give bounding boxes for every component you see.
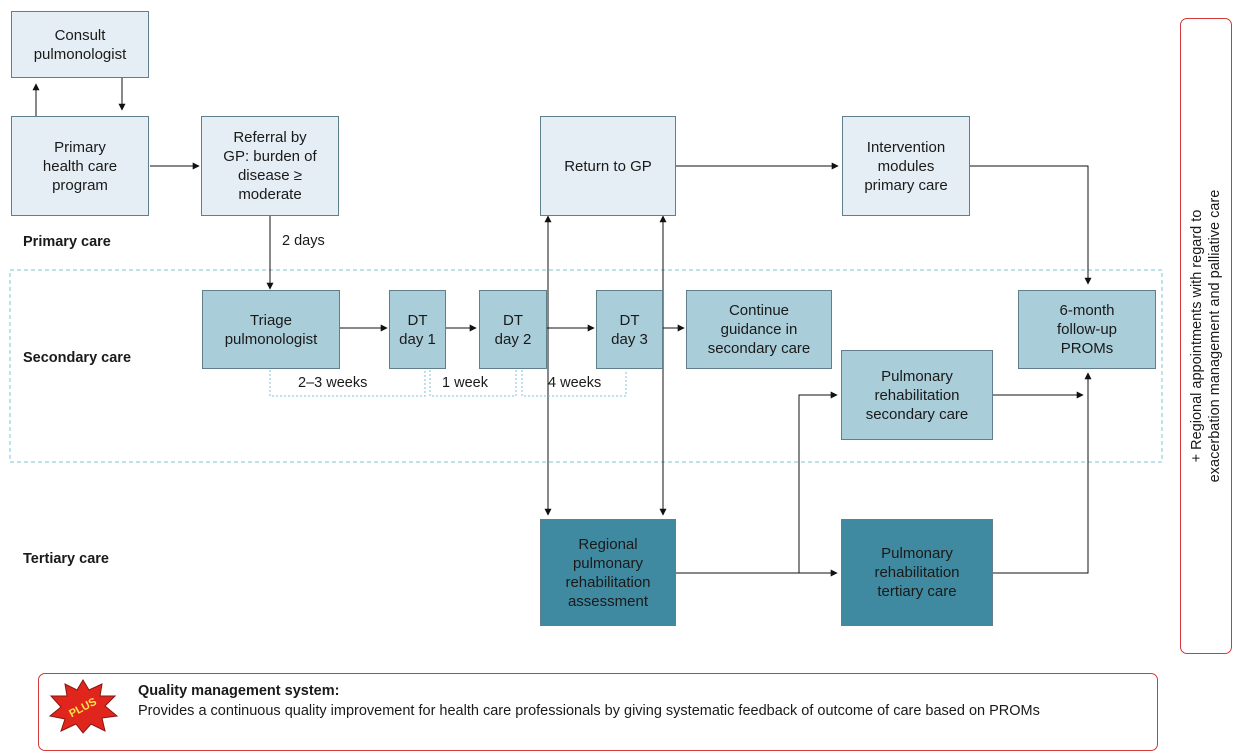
side-note-text: + Regional appointments with regard to e…: [1189, 189, 1223, 483]
box-continue-guidance: Continue guidance in secondary care: [686, 290, 832, 369]
bracket-4-weeks: [521, 370, 627, 397]
box-dt-day-3: DT day 3: [596, 290, 663, 369]
box-consult-pulmonologist: Consult pulmonologist: [11, 11, 149, 78]
box-intervention-modules: Intervention modules primary care: [842, 116, 970, 216]
duration-2-3-weeks: 2–3 weeks: [298, 375, 368, 391]
quality-management-panel: PLUS Quality management system: Provides…: [38, 673, 1158, 751]
arrow-intervention-to-followup: [970, 165, 1092, 285]
arrow-rehab-tertiary-to-followup: [993, 372, 1092, 574]
box-return-to-gp: Return to GP: [540, 116, 676, 216]
arrow-regional-to-rehab-secondary: [798, 391, 838, 573]
box-referral-by-gp: Referral by GP: burden of disease ≥ mode…: [201, 116, 339, 216]
box-primary-health-care-program: Primary health care program: [11, 116, 149, 216]
level-tertiary-care: Tertiary care: [23, 551, 109, 567]
box-6-month-follow-up: 6-month follow-up PROMs: [1018, 290, 1156, 369]
side-note-frame: + Regional appointments with regard to e…: [1180, 18, 1232, 654]
qms-description: Provides a continuous quality improvemen…: [138, 703, 1040, 719]
box-pulmonary-rehab-tertiary: Pulmonary rehabilitation tertiary care: [841, 519, 993, 626]
box-pulmonary-rehab-secondary: Pulmonary rehabilitation secondary care: [841, 350, 993, 440]
box-dt-day-2: DT day 2: [479, 290, 547, 369]
duration-1-week: 1 week: [442, 375, 488, 391]
duration-4-weeks: 4 weeks: [548, 375, 602, 391]
bracket-1-week: [429, 370, 517, 397]
box-dt-day-1: DT day 1: [389, 290, 446, 369]
level-primary-care: Primary care: [23, 234, 111, 250]
bracket-2-3-weeks: [269, 370, 426, 397]
plus-badge-icon: PLUS: [48, 679, 119, 734]
secondary-care-region: [9, 269, 1163, 463]
qms-title: Quality management system:: [138, 683, 340, 699]
level-secondary-care: Secondary care: [23, 350, 132, 366]
box-regional-pulmonary-rehab-assessment: Regional pulmonary rehabilitation assess…: [540, 519, 676, 626]
duration-2-days: 2 days: [282, 233, 325, 249]
box-triage-pulmonologist: Triage pulmonologist: [202, 290, 340, 369]
